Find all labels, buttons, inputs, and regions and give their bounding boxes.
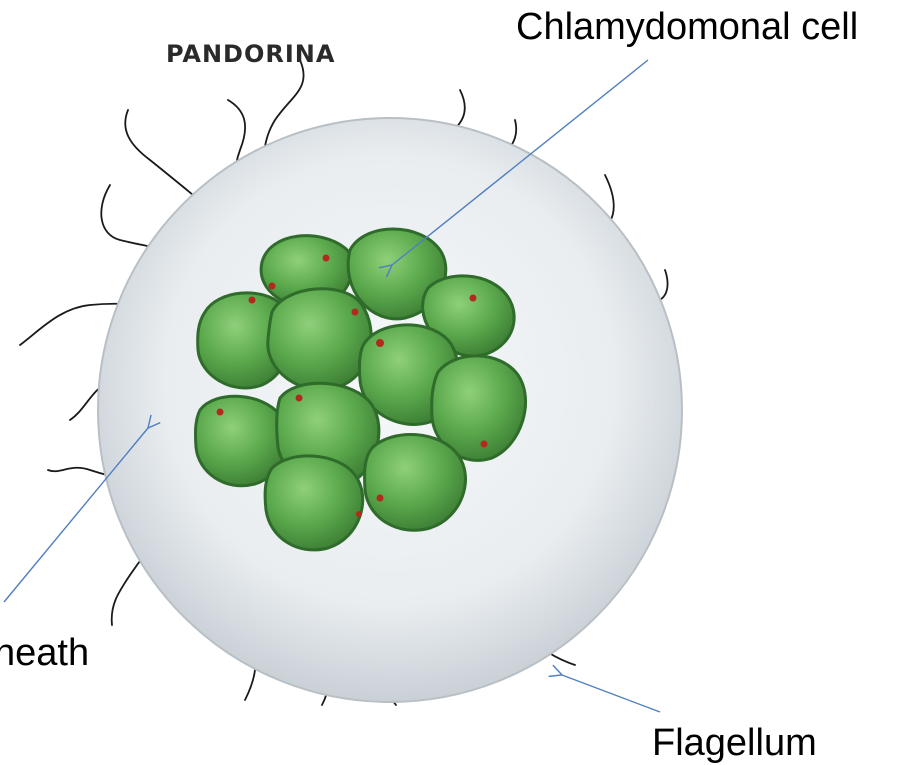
cell — [268, 289, 371, 390]
arrow-flagellum — [562, 675, 660, 712]
cell — [265, 456, 363, 550]
cell — [365, 434, 466, 530]
label-flagellum: Flagellum — [652, 722, 817, 765]
label-sheath: heath — [0, 632, 89, 675]
diagram-title: PANDORINA — [166, 40, 335, 68]
label-chlamydomonal-cell: Chlamydomonal cell — [516, 6, 858, 49]
